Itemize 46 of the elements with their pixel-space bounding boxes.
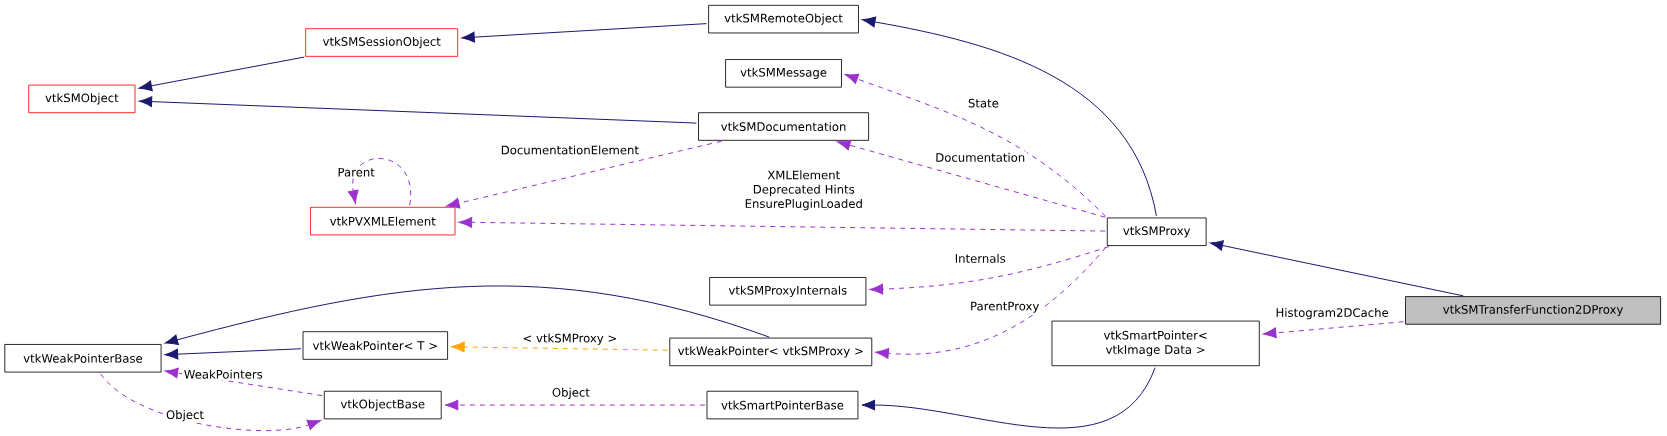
edge-label: ParentProxy [968, 300, 1041, 315]
edge-label: < vtkSMProxy > [520, 331, 619, 347]
edge-label: Documentation [933, 151, 1027, 164]
class-box: vtkWeakPointerBase [4, 344, 162, 373]
class-box: vtkWeakPointer< vtkSMProxy > [669, 337, 873, 367]
arrow [875, 246, 1107, 359]
edge-label: XMLElement Deprecated Hints EnsurePluginLoaded [739, 168, 868, 212]
arrow [164, 367, 323, 397]
arrow [446, 140, 723, 209]
class-box: vtkSMTransferFunction2DProxy [1405, 296, 1662, 325]
arrow [861, 367, 1156, 429]
arrow [138, 56, 305, 92]
arrow [451, 341, 669, 353]
edge-label: Histogram2DCache [1273, 306, 1391, 321]
edge-label: Object [550, 386, 592, 401]
arrow [164, 348, 302, 360]
arrow [1209, 240, 1464, 297]
edge-label: Object [164, 408, 206, 424]
arrow [458, 216, 1106, 232]
class-box: vtkSMDocumentation [698, 112, 869, 141]
class-box: vtkSMObject [28, 84, 136, 114]
edge-label: State [966, 97, 1001, 110]
class-box: vtkSMSessionObject [305, 28, 459, 57]
class-box: vtkSmartPointer< vtkImage Data > [1051, 320, 1260, 367]
arrow [444, 399, 706, 411]
class-box: vtkSMMessage [725, 59, 842, 88]
arrow [164, 285, 770, 346]
class-box: vtkSMRemoteObject [708, 4, 859, 34]
class-box: vtkSMProxy [1106, 217, 1207, 247]
edge-label: Parent [335, 166, 377, 179]
class-box: vtkWeakPointer< T > [302, 331, 448, 360]
arrow [347, 158, 412, 206]
edge-label: DocumentationElement [499, 143, 641, 157]
class-box: vtkPVXMLElement [310, 206, 456, 236]
arrow [461, 23, 707, 43]
arrow [844, 73, 1107, 217]
edge-label: Internals [953, 252, 1008, 265]
arrow [869, 246, 1110, 295]
arrow [1262, 321, 1404, 339]
edge-label: WeakPointers [182, 368, 265, 381]
class-box: vtkObjectBase [323, 390, 442, 420]
arrow [837, 139, 1106, 218]
arrow [138, 96, 697, 124]
class-box: vtkSmartPointerBase [706, 390, 859, 420]
arrow [862, 16, 1157, 217]
class-box: vtkSMProxyInternals [709, 277, 867, 306]
